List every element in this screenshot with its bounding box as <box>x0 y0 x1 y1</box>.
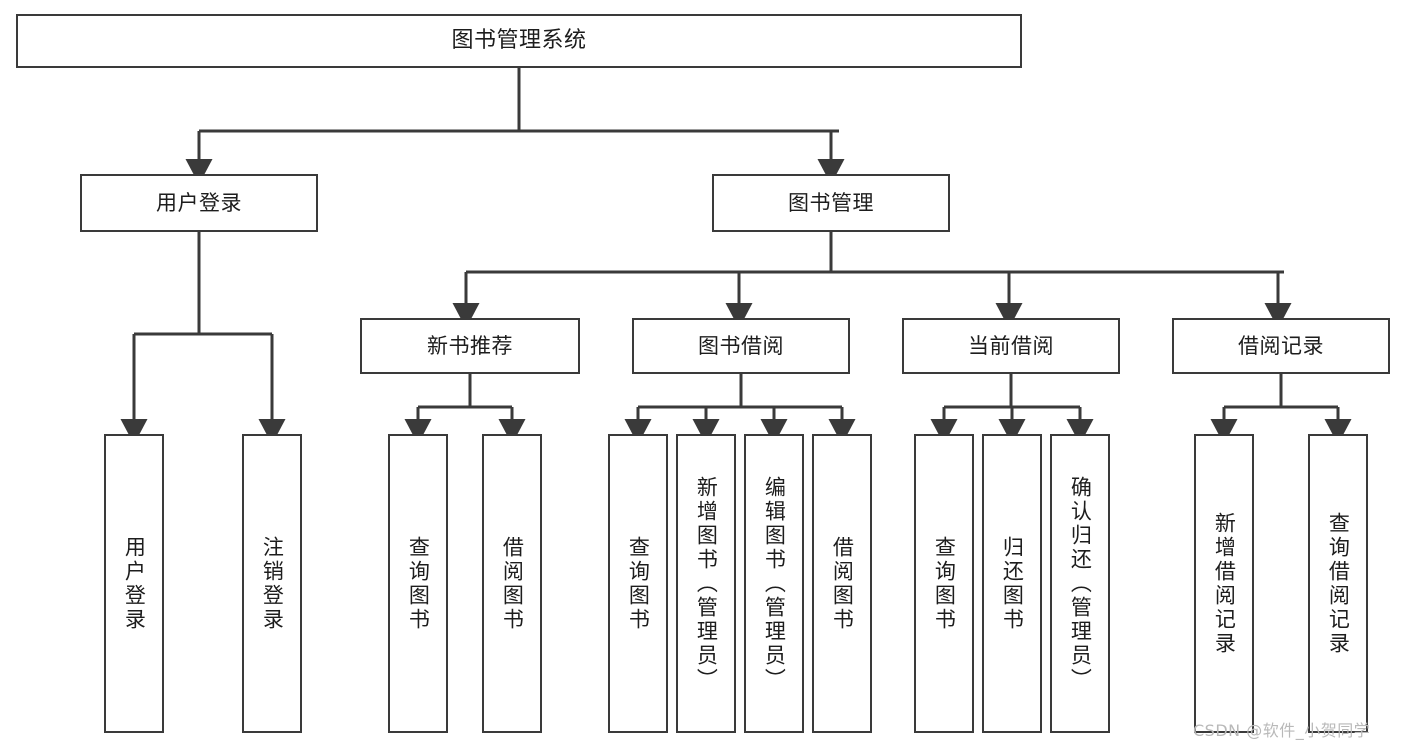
node-leaf-query-book-3[interactable]: 查询图书 <box>914 434 974 733</box>
node-leaf-borrow-book-2[interactable]: 借阅图书 <box>812 434 872 733</box>
csdn-watermark: CSDN @软件_小贺同学 <box>1193 721 1371 740</box>
node-leaf-add-book[interactable]: 新增图书（管理员） <box>676 434 736 733</box>
node-root[interactable]: 图书管理系统 <box>16 14 1022 68</box>
node-new-book-recommend[interactable]: 新书推荐 <box>360 318 580 374</box>
node-book-manage[interactable]: 图书管理 <box>712 174 950 232</box>
node-leaf-query-borrow-record[interactable]: 查询借阅记录 <box>1308 434 1368 733</box>
node-leaf-edit-book[interactable]: 编辑图书（管理员） <box>744 434 804 733</box>
node-leaf-query-book-2[interactable]: 查询图书 <box>608 434 668 733</box>
node-current-borrow[interactable]: 当前借阅 <box>902 318 1120 374</box>
node-leaf-user-login[interactable]: 用户登录 <box>104 434 164 733</box>
node-leaf-return-book[interactable]: 归还图书 <box>982 434 1042 733</box>
node-leaf-confirm-return[interactable]: 确认归还（管理员） <box>1050 434 1110 733</box>
node-user-login[interactable]: 用户登录 <box>80 174 318 232</box>
node-borrow-record[interactable]: 借阅记录 <box>1172 318 1390 374</box>
node-book-borrow[interactable]: 图书借阅 <box>632 318 850 374</box>
node-leaf-borrow-book-1[interactable]: 借阅图书 <box>482 434 542 733</box>
node-leaf-query-book-1[interactable]: 查询图书 <box>388 434 448 733</box>
node-leaf-logout[interactable]: 注销登录 <box>242 434 302 733</box>
node-leaf-add-borrow-record[interactable]: 新增借阅记录 <box>1194 434 1254 733</box>
